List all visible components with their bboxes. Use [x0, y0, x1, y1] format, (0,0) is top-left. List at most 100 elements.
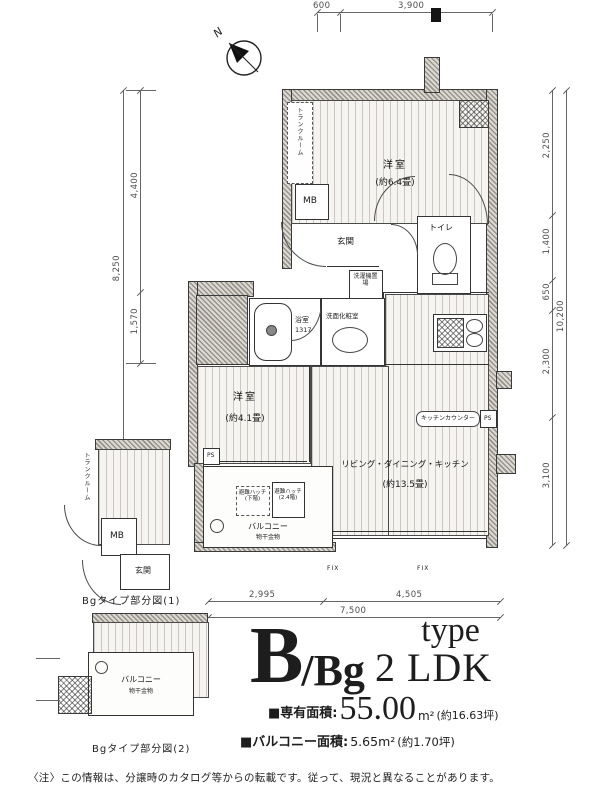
wall-top — [282, 89, 498, 101]
kitchen-counter-label: キッチンカウンター — [420, 415, 475, 422]
exclusive-area-line: ■専有面積: 55.00 m² (約16.63坪) — [268, 690, 499, 727]
ldk-label: リビング・ダイニング・キッチン — [341, 460, 469, 470]
fig1-wall-top — [95, 439, 171, 450]
kitchen-sink2 — [466, 333, 483, 347]
wall-block-mid — [196, 295, 248, 365]
dim-right-1400: 1,400 — [542, 228, 552, 255]
dim-top-line — [317, 12, 492, 13]
dim-right-2250: 2,250 — [542, 132, 552, 159]
entrance-label: 玄関 — [337, 237, 355, 247]
toilet-label: トイレ — [429, 223, 453, 232]
dim-right-10200: 10,200 — [556, 300, 566, 333]
exclusive-area-value: 55.00 — [339, 690, 416, 727]
bathtub-drain — [266, 325, 277, 336]
toilet-door-arc — [391, 224, 418, 255]
dim-right-outer — [566, 90, 567, 545]
monohoshi-label: 物干金物 — [255, 534, 280, 541]
fix-label-2: FIX — [417, 565, 430, 572]
laundry-box: 洗濯機置場 — [349, 270, 383, 299]
escape-hatch-lower-label: 避難ハッチ(下階) — [238, 490, 267, 503]
partition-bedroom2-right — [309, 366, 310, 462]
exclusive-area-tsubo: (約16.63坪) — [436, 709, 499, 722]
type-word: type — [421, 612, 480, 649]
wall-balcony-left — [194, 463, 204, 551]
dim-right-inner — [552, 90, 553, 545]
dim-right-3100: 3,100 — [542, 462, 552, 489]
kitchen-counter-callout: キッチンカウンター — [416, 411, 480, 427]
fig1-door-arc1 — [64, 505, 101, 546]
ps-label: PS — [207, 452, 215, 459]
type-title: B /Bg type 2 LDK — [250, 612, 493, 700]
type-code: B — [250, 612, 304, 700]
trunk-room: トランクルーム — [287, 102, 313, 184]
wall-right — [486, 89, 498, 548]
bedroom2-floor — [197, 366, 311, 464]
fix-label-1: FIX — [327, 565, 340, 572]
dim-ext — [340, 14, 341, 32]
dim-left-4400: 4,400 — [130, 172, 140, 199]
fig2-monohoshi-label: 物干金物 — [128, 688, 153, 695]
kitchen-sink — [466, 319, 483, 333]
dim-right-2300: 2,300 — [542, 348, 552, 375]
fig1-entrance-box: 玄関 — [120, 554, 170, 590]
escape-hatch-upper: 避難ハッチ(2.4階) — [272, 482, 305, 518]
window-ldk-south — [311, 531, 487, 539]
fig1-mb-label: MB — [110, 531, 124, 541]
balcony-area-value: 5.65m² — [350, 734, 396, 749]
dim-right-650: 650 — [542, 283, 552, 301]
vanity-sink — [332, 327, 368, 353]
escape-hatch-lower: 避難ハッチ(下階) — [236, 486, 270, 516]
type-layout: 2 LDK — [374, 645, 493, 690]
toilet-bowl — [433, 243, 457, 275]
wall-band-mid — [188, 281, 254, 297]
dim-left-1570: 1,570 — [130, 308, 140, 335]
dim-tick — [496, 597, 505, 606]
dim-top-3900: 3,900 — [398, 1, 425, 11]
mb-box: MB — [295, 184, 329, 220]
bedroom1-label: 洋室 — [383, 160, 407, 171]
compass-icon — [226, 40, 262, 76]
washroom-label: 洗面化粧室 — [326, 312, 359, 320]
type-code-suffix: /Bg — [301, 645, 365, 695]
fig2-wall-top — [92, 613, 208, 623]
dim-bottom-line2 — [208, 617, 500, 618]
fig2-line2 — [36, 700, 60, 701]
fig1-entrance-label: 玄関 — [135, 566, 151, 575]
dim-top-600: 600 — [313, 1, 331, 11]
fig2-line1 — [36, 658, 60, 659]
wall-left-mid — [188, 281, 198, 467]
toilet-room: トイレ — [417, 216, 471, 294]
fig2-wall-block — [58, 676, 92, 714]
washroom: 洗面化粧室 — [321, 298, 385, 366]
dim-ext — [126, 90, 156, 91]
corner-void — [459, 100, 489, 128]
dim-left-inner — [140, 90, 141, 363]
dim-tick — [496, 613, 505, 622]
wall-stub-top — [424, 57, 440, 93]
escape-hatch-upper-label: 避難ハッチ(2.4階) — [274, 489, 302, 502]
bedroom2-label: 洋室 — [233, 392, 257, 403]
dim-left-8250: 8,250 — [112, 255, 122, 282]
mb-label: MB — [303, 196, 317, 206]
north-compass: N — [211, 25, 268, 82]
stove — [437, 318, 464, 348]
balcony: 避難ハッチ(下階) 避難ハッチ(2.4階) バルコニー 物干金物 — [203, 466, 333, 548]
fig2-balcony-label: バルコニー — [121, 675, 161, 684]
fig2-balcony: バルコニー 物干金物 — [88, 652, 194, 716]
fig1-mb-box: MB — [101, 518, 137, 556]
toilet-tank — [432, 273, 458, 285]
ps-label: PS — [484, 415, 492, 422]
balcony-area-tsubo: (約1.70坪) — [397, 735, 455, 749]
dim-bottom-2995: 2,995 — [249, 590, 276, 600]
footnote: 〈注〉この情報は、分譲時のカタログ等からの転載です。従って、現況と異なることがあ… — [28, 772, 501, 784]
balcony-area-label: ■バルコニー面積: — [240, 735, 349, 750]
balcony-label: バルコニー — [248, 522, 288, 531]
dim-bottom-line1 — [208, 601, 500, 602]
dim-ext — [492, 14, 493, 32]
fig1-trunk-label: トランクルーム — [83, 452, 90, 501]
fig1-caption: Bgタイプ部分図(1) — [82, 596, 181, 607]
slop-sink — [210, 519, 224, 533]
ps-box-kitchen: PS — [480, 410, 497, 428]
trunk-room-label: トランクルーム — [296, 107, 303, 156]
